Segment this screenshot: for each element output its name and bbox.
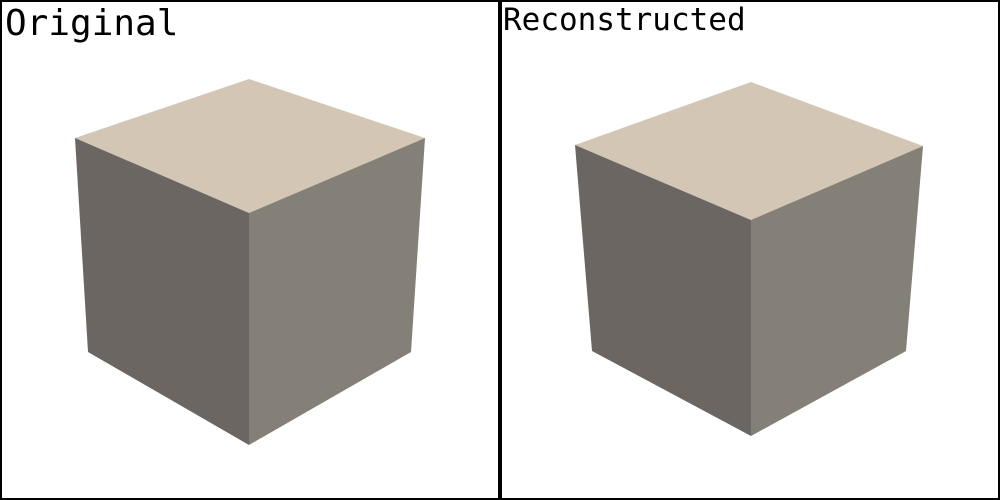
reconstructed-cube-left-face [575,145,751,436]
reconstructed-panel-frame [500,0,1000,500]
original-cube [75,79,425,445]
reconstructed-cube-right-face [751,146,923,436]
reconstructed-panel-title: Reconstructed [503,2,746,38]
reconstructed-panel: Reconstructed [500,0,1000,500]
original-panel: Original [0,0,500,500]
original-cube-top-face [75,79,425,213]
original-cube-left-face [75,138,249,445]
original-cube-right-face [249,138,425,445]
reconstructed-cube [575,82,923,436]
original-panel-title: Original [5,3,178,44]
reconstructed-cube-top-face [575,82,923,220]
